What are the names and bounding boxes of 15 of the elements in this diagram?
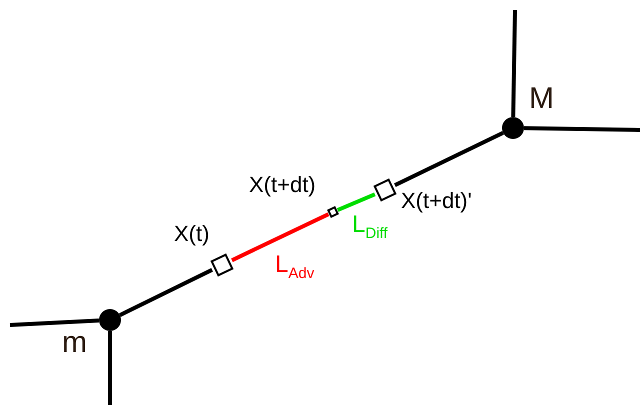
branch-line (10, 318, 100, 327)
branch-line (524, 126, 640, 132)
line-segment (119, 268, 213, 317)
line-segment (336, 192, 376, 212)
branch-line (511, 10, 517, 118)
point-label: m (62, 326, 87, 360)
edge-label: L$_{Diff}$ (352, 212, 388, 244)
edge-label: L$_{Adv}$ (275, 252, 314, 284)
point-label: X(t+dt)' (401, 188, 472, 214)
point-label: X(t) (174, 221, 210, 247)
line-segment (394, 131, 504, 187)
line-segment (231, 212, 330, 262)
branch-line (108, 331, 112, 405)
point-label: M (529, 82, 554, 116)
point-label: X(t+dt) (249, 172, 316, 198)
